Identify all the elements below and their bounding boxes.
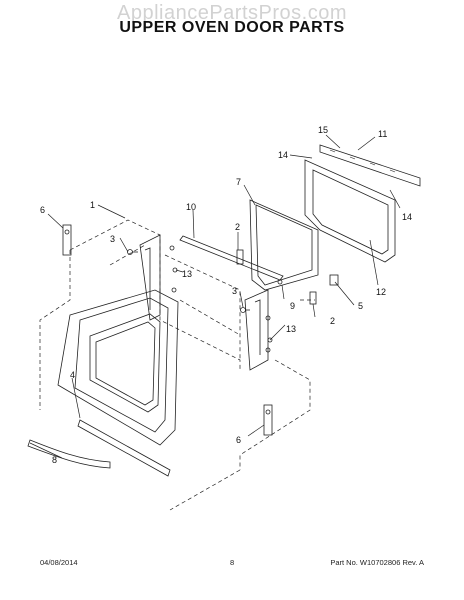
glass-frame <box>304 159 396 263</box>
footer-part-number: Part No. W10702806 Rev. A <box>330 558 424 567</box>
left-door-channel <box>139 234 161 321</box>
callout-14-left: 14 <box>278 150 288 160</box>
callout-3-right: 3 <box>232 286 237 296</box>
footer-date: 04/08/2014 <box>40 558 78 567</box>
callout-4: 4 <box>70 370 75 380</box>
spacer-2-upper <box>236 249 244 265</box>
callout-2-lower: 2 <box>330 316 335 326</box>
callout-8: 8 <box>52 455 57 465</box>
vent-bar <box>319 144 421 187</box>
callout-12: 12 <box>376 287 386 297</box>
callout-3-left: 3 <box>110 234 115 244</box>
callout-9: 9 <box>290 301 295 311</box>
door-top-bar <box>179 235 284 281</box>
callout-7: 7 <box>236 177 241 187</box>
screw-right <box>240 307 250 313</box>
footer-page-number: 8 <box>230 558 235 567</box>
left-hinge <box>62 224 72 256</box>
callout-6-left: 6 <box>40 205 45 215</box>
right-door-channel <box>244 289 269 371</box>
door-assembly-outline <box>39 219 315 511</box>
page-title: UPPER OVEN DOOR PARTS <box>119 19 345 36</box>
callout-5: 5 <box>358 301 363 311</box>
screw-left <box>127 249 138 255</box>
right-hinge <box>263 404 273 436</box>
callout-10: 10 <box>186 202 196 212</box>
callout-11: 11 <box>378 129 387 139</box>
callout-labels: 1 2 2 3 3 4 5 6 6 7 8 9 10 11 12 13 13 1… <box>40 125 412 465</box>
glass-clip <box>329 274 339 286</box>
watermark: AppliancePartsPros.com <box>117 2 347 24</box>
door-handle <box>27 439 111 469</box>
callout-2-upper: 2 <box>235 222 240 232</box>
callout-6-right: 6 <box>236 435 241 445</box>
callout-13-left: 13 <box>182 269 192 279</box>
inner-glass-pack <box>249 199 319 291</box>
callout-1: 1 <box>90 200 95 210</box>
spacer-2-lower <box>309 291 317 305</box>
callout-14-right: 14 <box>402 212 412 222</box>
leader-lines <box>29 134 401 459</box>
bottom-trim <box>77 419 171 477</box>
callout-13-right: 13 <box>286 324 296 334</box>
fasteners <box>169 245 283 353</box>
callout-15: 15 <box>318 125 328 135</box>
